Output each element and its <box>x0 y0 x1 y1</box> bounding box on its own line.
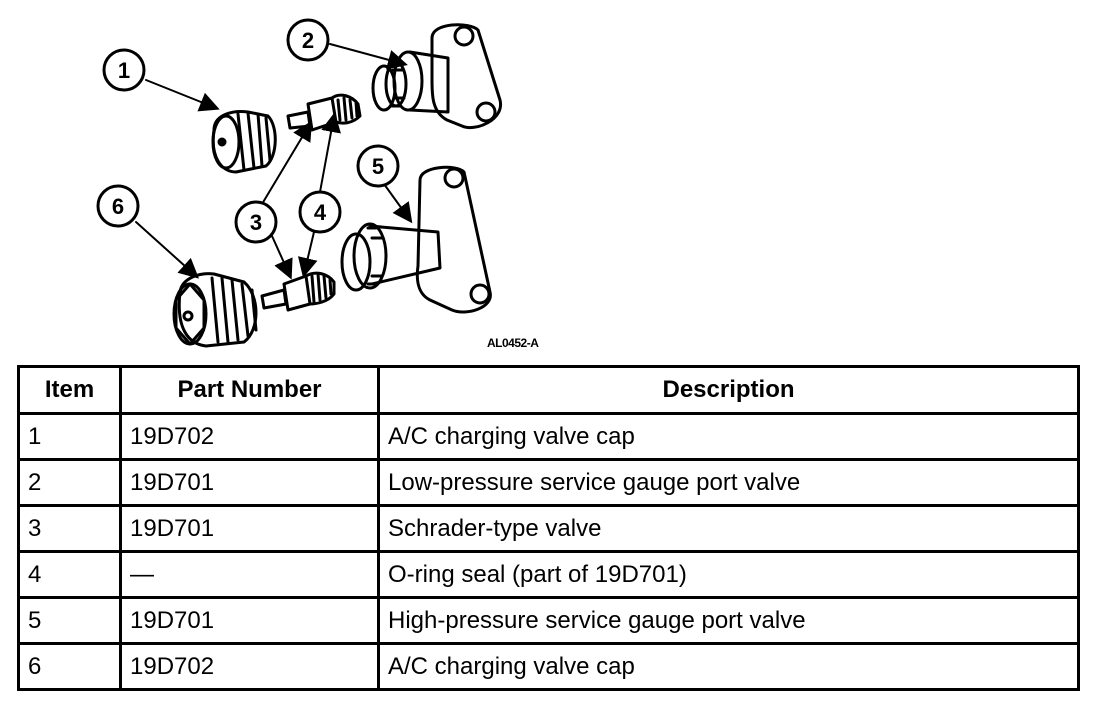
row-description: A/C charging valve cap <box>377 412 1080 461</box>
row-description: Low-pressure service gauge port valve <box>377 458 1080 507</box>
callout-3: 3 <box>234 200 278 244</box>
row-item: 3 <box>17 504 122 553</box>
header-description: Description <box>377 365 1080 415</box>
table-row: 3 19D701 Schrader-type valve <box>17 504 1080 553</box>
table-row: 5 19D701 High-pressure service gauge por… <box>17 596 1080 645</box>
row-description: High-pressure service gauge port valve <box>377 596 1080 645</box>
callout-2-label: 2 <box>302 28 314 53</box>
row-part-number: 19D701 <box>119 596 380 645</box>
row-item: 2 <box>17 458 122 507</box>
callout-leaders <box>135 43 413 280</box>
row-part-number: 19D702 <box>119 642 380 691</box>
row-item: 5 <box>17 596 122 645</box>
header-part-number: Part Number <box>119 365 380 415</box>
valve-exploded-illustration: 1 2 3 4 5 6 <box>96 18 502 348</box>
callout-5: 5 <box>356 144 400 188</box>
upper-valve-cap-drawing <box>211 110 277 174</box>
callout-4: 4 <box>298 190 342 234</box>
callout-6-label: 6 <box>112 194 124 219</box>
row-item: 4 <box>17 550 122 599</box>
row-item: 1 <box>17 412 122 461</box>
lower-valve-cap-drawing <box>172 272 258 348</box>
table-row: 2 19D701 Low-pressure service gauge port… <box>17 458 1080 507</box>
lower-schrader-valve-drawing <box>260 271 336 312</box>
parts-table-header: Item Part Number Description <box>17 365 1080 415</box>
upper-schrader-valve-drawing <box>286 93 362 132</box>
row-part-number: 19D702 <box>119 412 380 461</box>
row-description: Schrader-type valve <box>377 504 1080 553</box>
row-description: A/C charging valve cap <box>377 642 1080 691</box>
row-description: O-ring seal (part of 19D701) <box>377 550 1080 599</box>
callout-4-label: 4 <box>314 200 327 225</box>
figure-code: AL0452-A <box>487 336 539 350</box>
callout-6: 6 <box>96 184 140 228</box>
row-item: 6 <box>17 642 122 691</box>
callout-5-label: 5 <box>372 154 384 179</box>
table-row: 1 19D702 A/C charging valve cap <box>17 412 1080 461</box>
header-item: Item <box>17 365 122 415</box>
table-row: 4 — O-ring seal (part of 19D701) <box>17 550 1080 599</box>
row-part-number: — <box>119 550 380 599</box>
low-pressure-port-valve-drawing <box>371 23 502 129</box>
callout-1: 1 <box>102 48 146 92</box>
parts-table: Item Part Number Description 1 19D702 A/… <box>17 365 1080 691</box>
callout-1-label: 1 <box>118 58 130 83</box>
high-pressure-port-valve-drawing <box>340 165 492 314</box>
table-row: 6 19D702 A/C charging valve cap <box>17 642 1080 691</box>
callout-2: 2 <box>286 18 330 62</box>
row-part-number: 19D701 <box>119 504 380 553</box>
callout-3-label: 3 <box>250 210 262 235</box>
row-part-number: 19D701 <box>119 458 380 507</box>
